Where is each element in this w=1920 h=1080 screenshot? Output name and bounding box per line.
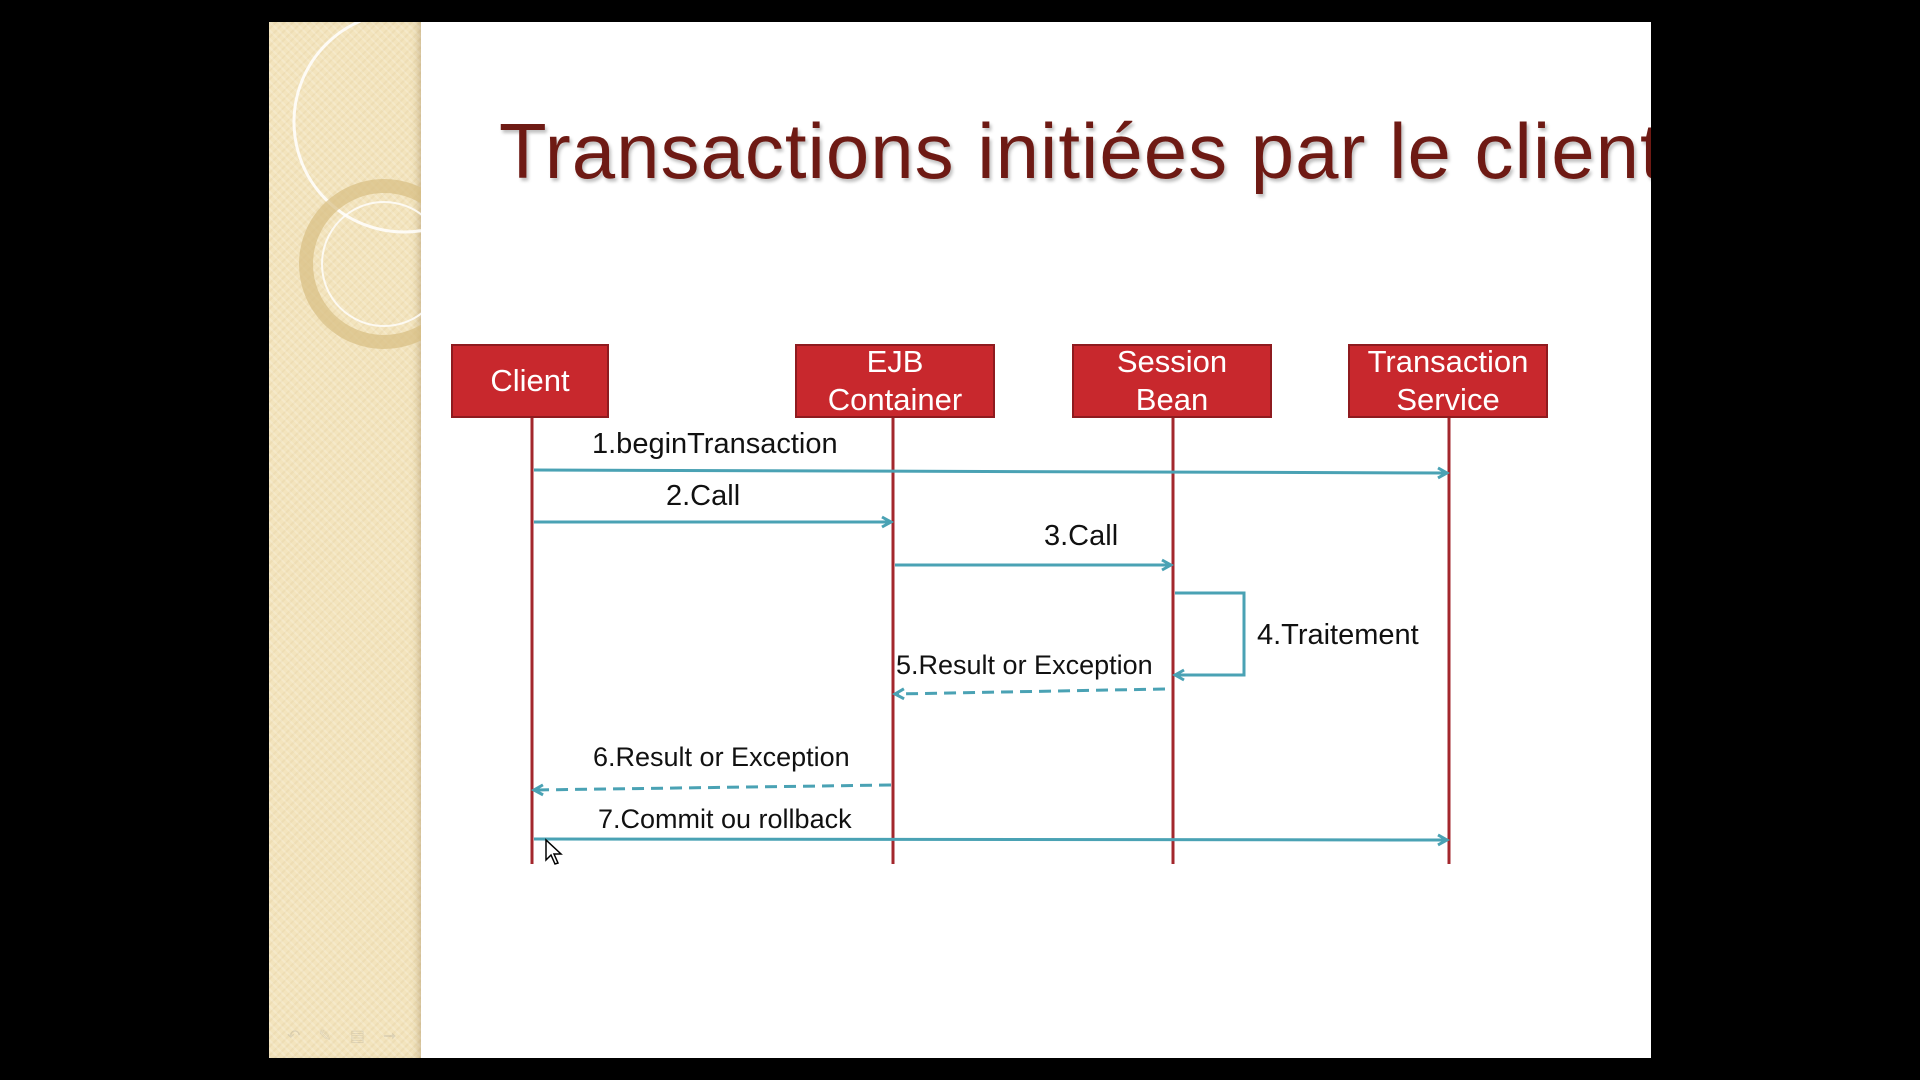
actor-transaction-service: Transaction Service — [1348, 344, 1548, 418]
back-icon[interactable]: ↶ — [287, 1028, 301, 1045]
arrow-begin-transaction — [533, 470, 1447, 473]
slide-nav-icons: ↶ ✎ ▤ ➞ — [287, 1026, 396, 1046]
message-label-5: 5.Result or Exception — [896, 650, 1153, 680]
mouse-cursor-icon — [545, 838, 563, 865]
message-label-7: 7.Commit ou rollback — [598, 804, 852, 834]
actor-session-bean: Session Bean — [1072, 344, 1272, 418]
menu-icon[interactable]: ▤ — [349, 1028, 365, 1045]
decorative-side-panel: ↶ ✎ ▤ ➞ — [269, 22, 421, 1058]
actor-ejb-container: EJB Container — [795, 344, 995, 418]
arrow-result-to-ejb — [895, 687, 1166, 694]
message-label-2: 2.Call — [666, 480, 741, 512]
decorative-circles — [292, 22, 421, 349]
pen-icon[interactable]: ✎ — [318, 1028, 332, 1045]
forward-icon[interactable]: ➞ — [382, 1028, 397, 1045]
slide: ↶ ✎ ▤ ➞ Transactions initiées par le cli… — [269, 22, 1651, 1058]
arrow-result-to-client — [534, 783, 892, 790]
arrow-traitement-loop — [1175, 591, 1246, 675]
arrow-commit-rollback — [533, 839, 1447, 840]
actor-client: Client — [451, 344, 609, 418]
message-label-1: 1.beginTransaction — [592, 428, 838, 460]
sequence-diagram — [530, 418, 1451, 864]
slide-title: Transactions initiées par le client — [499, 107, 1651, 195]
message-label-6: 6.Result or Exception — [593, 742, 850, 772]
message-label-4: 4.Traitement — [1257, 619, 1419, 651]
message-label-3: 3.Call — [1044, 520, 1119, 552]
